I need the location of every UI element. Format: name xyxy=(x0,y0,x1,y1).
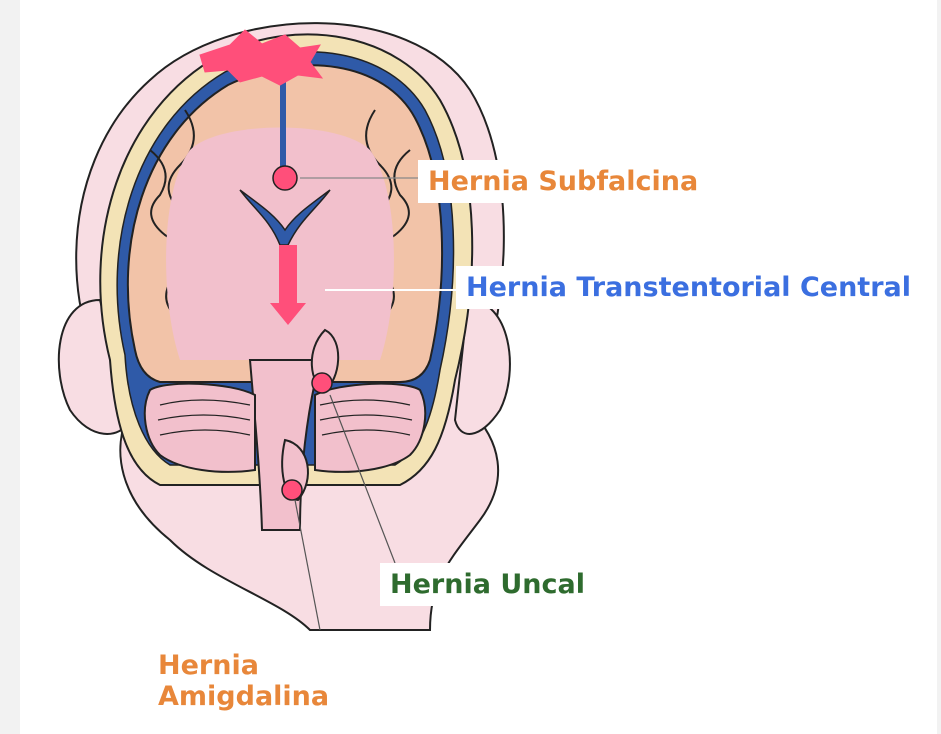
subfalcine-herniation xyxy=(273,166,297,190)
label-hernia-subfalcina: Hernia Subfalcina xyxy=(418,160,708,203)
uncal-herniation xyxy=(312,373,332,393)
label-hernia-amigdalina: Hernia Amigdalina xyxy=(148,644,339,718)
label-hernia-transtentorial-central: Hernia Transtentorial Central xyxy=(456,266,921,309)
central-arrow-shaft xyxy=(279,245,297,305)
tonsillar-herniation xyxy=(282,480,302,500)
label-amigdalina-line1: Hernia xyxy=(158,650,329,681)
label-hernia-uncal: Hernia Uncal xyxy=(380,563,595,606)
label-amigdalina-line2: Amigdalina xyxy=(158,681,329,712)
